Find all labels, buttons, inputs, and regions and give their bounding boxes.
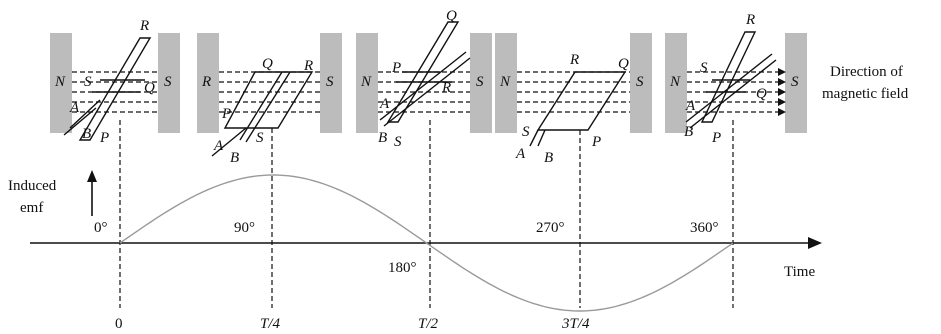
coil-edge <box>529 129 539 147</box>
corner-label: Q <box>144 80 155 96</box>
corner-label: R <box>441 80 451 96</box>
magnet-south-180 <box>470 33 492 133</box>
brush-label: B <box>544 150 553 166</box>
south-label-90: S <box>326 74 334 90</box>
north-label-90: R <box>201 74 211 90</box>
time-tick-t2: T/2 <box>418 316 439 332</box>
brush-label: A <box>69 100 80 116</box>
brush-label: A <box>515 146 526 162</box>
time-axis-label: Time <box>784 264 815 280</box>
coil-edge <box>689 59 777 129</box>
corner-label: S <box>256 130 264 146</box>
coil-position-0: N S R Q S P A B <box>50 18 180 146</box>
magnet-south-270 <box>630 33 652 133</box>
corner-label: P <box>221 106 231 122</box>
coil-loop <box>223 71 314 129</box>
field-arrowhead <box>778 108 786 116</box>
corner-label: Q <box>756 86 767 102</box>
emf-curve <box>119 174 734 312</box>
angle-label-270: 270° <box>536 220 565 236</box>
north-label-180: N <box>360 74 372 90</box>
corner-label: S <box>522 124 530 140</box>
emf-axis-label-line1: Induced <box>8 178 57 194</box>
time-tick-3t4: 3T/4 <box>561 316 590 332</box>
coil-position-270: N S R Q S P A B <box>495 33 652 166</box>
south-label-360: S <box>791 74 799 90</box>
time-axis-arrowhead-icon <box>808 237 822 249</box>
coil-edge <box>245 71 291 143</box>
corner-label: Q <box>618 56 629 72</box>
north-label-0: N <box>54 74 66 90</box>
coil-edge <box>685 53 773 123</box>
brush-label: A <box>379 96 390 112</box>
magnet-south-0 <box>158 33 180 133</box>
field-direction-label-line1: Direction of <box>830 64 903 80</box>
coil-edge <box>379 51 467 121</box>
angle-label-90: 90° <box>234 220 255 236</box>
angle-label-0: 0° <box>94 220 108 236</box>
field-arrowhead <box>778 98 786 106</box>
emf-axis-label-line2: emf <box>20 200 43 216</box>
magnet-south-90 <box>320 33 342 133</box>
coil-edge <box>211 127 247 157</box>
south-label-180: S <box>476 74 484 90</box>
corner-label: R <box>303 58 313 74</box>
south-label-270: S <box>636 74 644 90</box>
coil-edge <box>383 57 471 127</box>
coil-loop <box>700 31 757 123</box>
corner-label: P <box>391 60 401 76</box>
coil-position-360: N S R S Q P A B <box>665 12 807 146</box>
coil-loop <box>536 71 627 131</box>
coil-edge <box>69 99 101 129</box>
brush-label: A <box>685 98 696 114</box>
corner-label: S <box>84 74 92 90</box>
corner-label: R <box>569 52 579 68</box>
magnet-south-360 <box>785 33 807 133</box>
coil-edge <box>537 129 546 147</box>
angle-label-360: 360° <box>690 220 719 236</box>
corner-label: Q <box>446 8 457 24</box>
coil-position-180: N S Q P R S A B <box>356 8 492 150</box>
coil-edge <box>239 71 283 141</box>
field-direction-label-line2: magnetic field <box>822 86 909 102</box>
coil-position-90: R S Q R P S A B <box>197 33 342 166</box>
brush-label: B <box>378 130 387 146</box>
corner-label: S <box>700 60 708 76</box>
south-label-0: S <box>164 74 172 90</box>
brush-label: A <box>213 138 224 154</box>
time-tick-0: 0 <box>115 316 123 332</box>
coil-loop <box>386 21 460 123</box>
corner-label: R <box>139 18 149 34</box>
north-label-270: N <box>499 74 511 90</box>
brush-label: B <box>230 150 239 166</box>
field-arrowhead <box>778 88 786 96</box>
coil-edge <box>63 107 97 136</box>
magnet-north-180 <box>356 33 378 133</box>
emf-arrowhead-icon <box>87 170 97 182</box>
corner-label: Q <box>262 56 273 72</box>
corner-label: R <box>745 12 755 28</box>
corner-label: P <box>591 134 601 150</box>
field-arrowhead <box>778 78 786 86</box>
corner-label: S <box>394 134 402 150</box>
coil-loop <box>78 37 152 141</box>
north-label-360: N <box>669 74 681 90</box>
angle-label-180: 180° <box>388 260 417 276</box>
magnet-north-0 <box>50 33 72 133</box>
brush-label: B <box>684 124 693 140</box>
corner-label: P <box>99 130 109 146</box>
field-arrowhead <box>778 68 786 76</box>
magnet-north-270 <box>495 33 517 133</box>
brush-label: B <box>82 126 91 142</box>
magnet-north-90 <box>197 33 219 133</box>
magnet-north-360 <box>665 33 687 133</box>
corner-label: P <box>711 130 721 146</box>
time-tick-t4: T/4 <box>260 316 281 332</box>
